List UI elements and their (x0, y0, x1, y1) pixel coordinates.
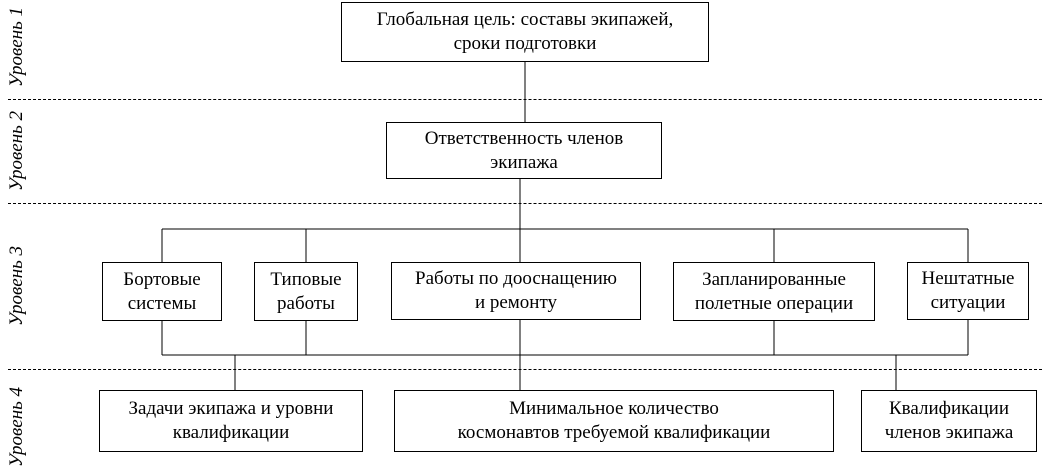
node-typical-work: Типовые работы (254, 262, 358, 321)
node-emergency-line2: ситуации (930, 292, 1006, 313)
node-planned-ops-line2: полетные операции (694, 292, 854, 314)
node-crew-tasks-line2: квалификации (172, 422, 290, 443)
node-crew-responsibility-line1: Ответственность членов (424, 127, 624, 149)
node-min-cosmonauts-line1: Минимальное количество (509, 398, 719, 419)
node-planned-ops: Запланированные полетные операции (673, 262, 875, 321)
node-planned-ops-line1: Запланированные (702, 268, 846, 290)
node-onboard-systems-line2: системы (127, 292, 197, 314)
level-label-4-text: Уровень 4 (6, 386, 27, 468)
node-crew-tasks-line1: Задачи экипажа и уровни (128, 398, 334, 419)
level-separator-1 (8, 99, 1042, 100)
level-label-2-text: Уровень 2 (6, 110, 27, 192)
node-onboard-systems-line1: Бортовые (123, 268, 201, 290)
node-upgrade-repair-line1: Работы по дооснащению (415, 268, 617, 289)
node-upgrade-repair-line2: и ремонту (474, 292, 558, 313)
level-label-3-text: Уровень 3 (6, 245, 27, 327)
node-global-goal-line1: Глобальная цель: составы экипажей, (376, 9, 674, 30)
level-label-1-text: Уровень 1 (6, 6, 27, 88)
node-crew-qualifications: Квалификации членов экипажа (861, 390, 1037, 452)
node-crew-responsibility-line2: экипажа (490, 151, 558, 173)
node-typical-work-line2: работы (277, 292, 335, 314)
node-min-cosmonauts-line2: космонавтов требуемой квалификации (457, 422, 771, 443)
node-onboard-systems: Бортовые системы (102, 262, 222, 321)
level-separator-2 (8, 203, 1042, 204)
node-global-goal-line2: сроки подготовки (453, 33, 597, 54)
level-separator-3 (8, 369, 1042, 370)
node-emergency: Нештатные ситуации (907, 262, 1029, 320)
node-min-cosmonauts: Минимальное количество космонавтов требу… (394, 390, 834, 452)
node-crew-responsibility: Ответственность членов экипажа (386, 122, 662, 179)
node-typical-work-line1: Типовые (270, 268, 342, 290)
node-upgrade-repair: Работы по дооснащению и ремонту (391, 262, 641, 320)
node-crew-qualifications-line2: членов экипажа (884, 422, 1014, 443)
node-emergency-line1: Нештатные (921, 268, 1015, 289)
node-crew-qualifications-line1: Квалификации (888, 398, 1009, 419)
node-global-goal: Глобальная цель: составы экипажей, сроки… (341, 2, 709, 62)
node-crew-tasks: Задачи экипажа и уровни квалификации (99, 390, 363, 452)
